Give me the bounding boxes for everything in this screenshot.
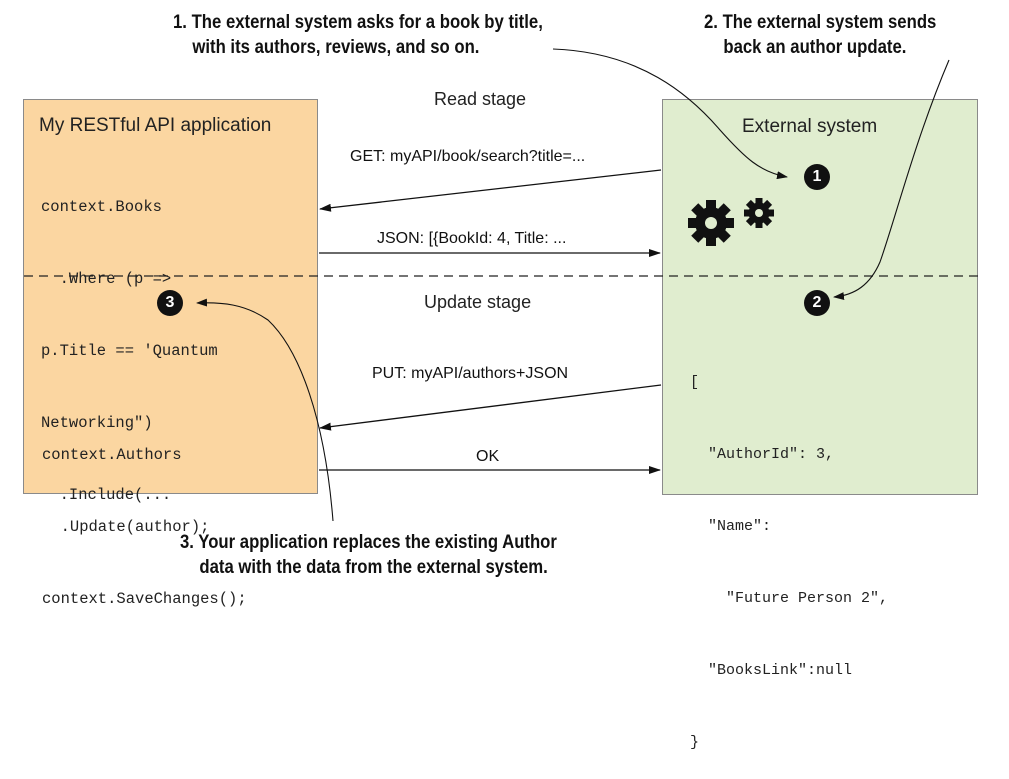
update-stage-label: Update stage [424,292,532,312]
put-request-label: PUT: myAPI/authors+JSON [372,365,569,382]
json-line: "Future Person 2", [690,590,889,607]
get-request-label: GET: myAPI/book/search?title=... [350,148,586,165]
read-code-line: context.Books [41,198,162,216]
update-code-line: .Update(author); [42,518,210,536]
ok-response-label: OK [476,448,500,465]
json-line: "Name": [690,518,772,535]
note-2-pointer [833,59,950,301]
json-line: [ [690,374,700,391]
json-line: "AuthorId": 3, [690,446,835,463]
update-code-line: context.Authors [42,446,182,464]
read-code-line: .Where (p => [41,270,172,288]
read-code-line: Networking") [41,414,153,432]
restful-api-app-title: My RESTful API application [39,115,272,136]
step-2-badge: 2 [804,290,830,316]
update-code-line: context.SaveChanges(); [42,590,247,608]
note-1-line2: with its authors, reviews, and so on. [192,37,480,58]
note-3-pointer [196,298,334,522]
get-request-arrow [319,169,662,212]
json-response-label: JSON: [{BookId: 4, Title: ... [377,230,567,247]
note-2: 2. The external system sends back an aut… [704,10,936,60]
read-code-line: .Include(... [41,486,172,504]
json-line: } [690,734,700,751]
note-1-line1: 1. The external system asks for a book b… [173,12,543,33]
note-1-pointer [552,48,788,180]
json-line: "BooksLink":null [690,662,853,679]
external-system-title: External system [742,116,878,137]
read-stage-label: Read stage [434,89,527,109]
note-3-line1: 3. Your application replaces the existin… [180,532,557,553]
note-3-line2: data with the data from the external sys… [199,557,548,578]
gears-icon [688,198,774,246]
note-3: 3. Your application replaces the existin… [180,530,557,580]
step-3-badge: 3 [157,290,183,316]
read-code-block: context.Books .Where (p => p.Title == 'Q… [41,147,218,531]
diagram-connectors [24,48,978,522]
note-1: 1. The external system asks for a book b… [173,10,543,60]
put-request-arrow [319,384,662,431]
read-code-line: p.Title == 'Quantum [41,342,218,360]
step-1-badge: 1 [804,164,830,190]
note-2-line1: 2. The external system sends [704,12,937,33]
note-2-line2: back an author update. [723,37,907,58]
